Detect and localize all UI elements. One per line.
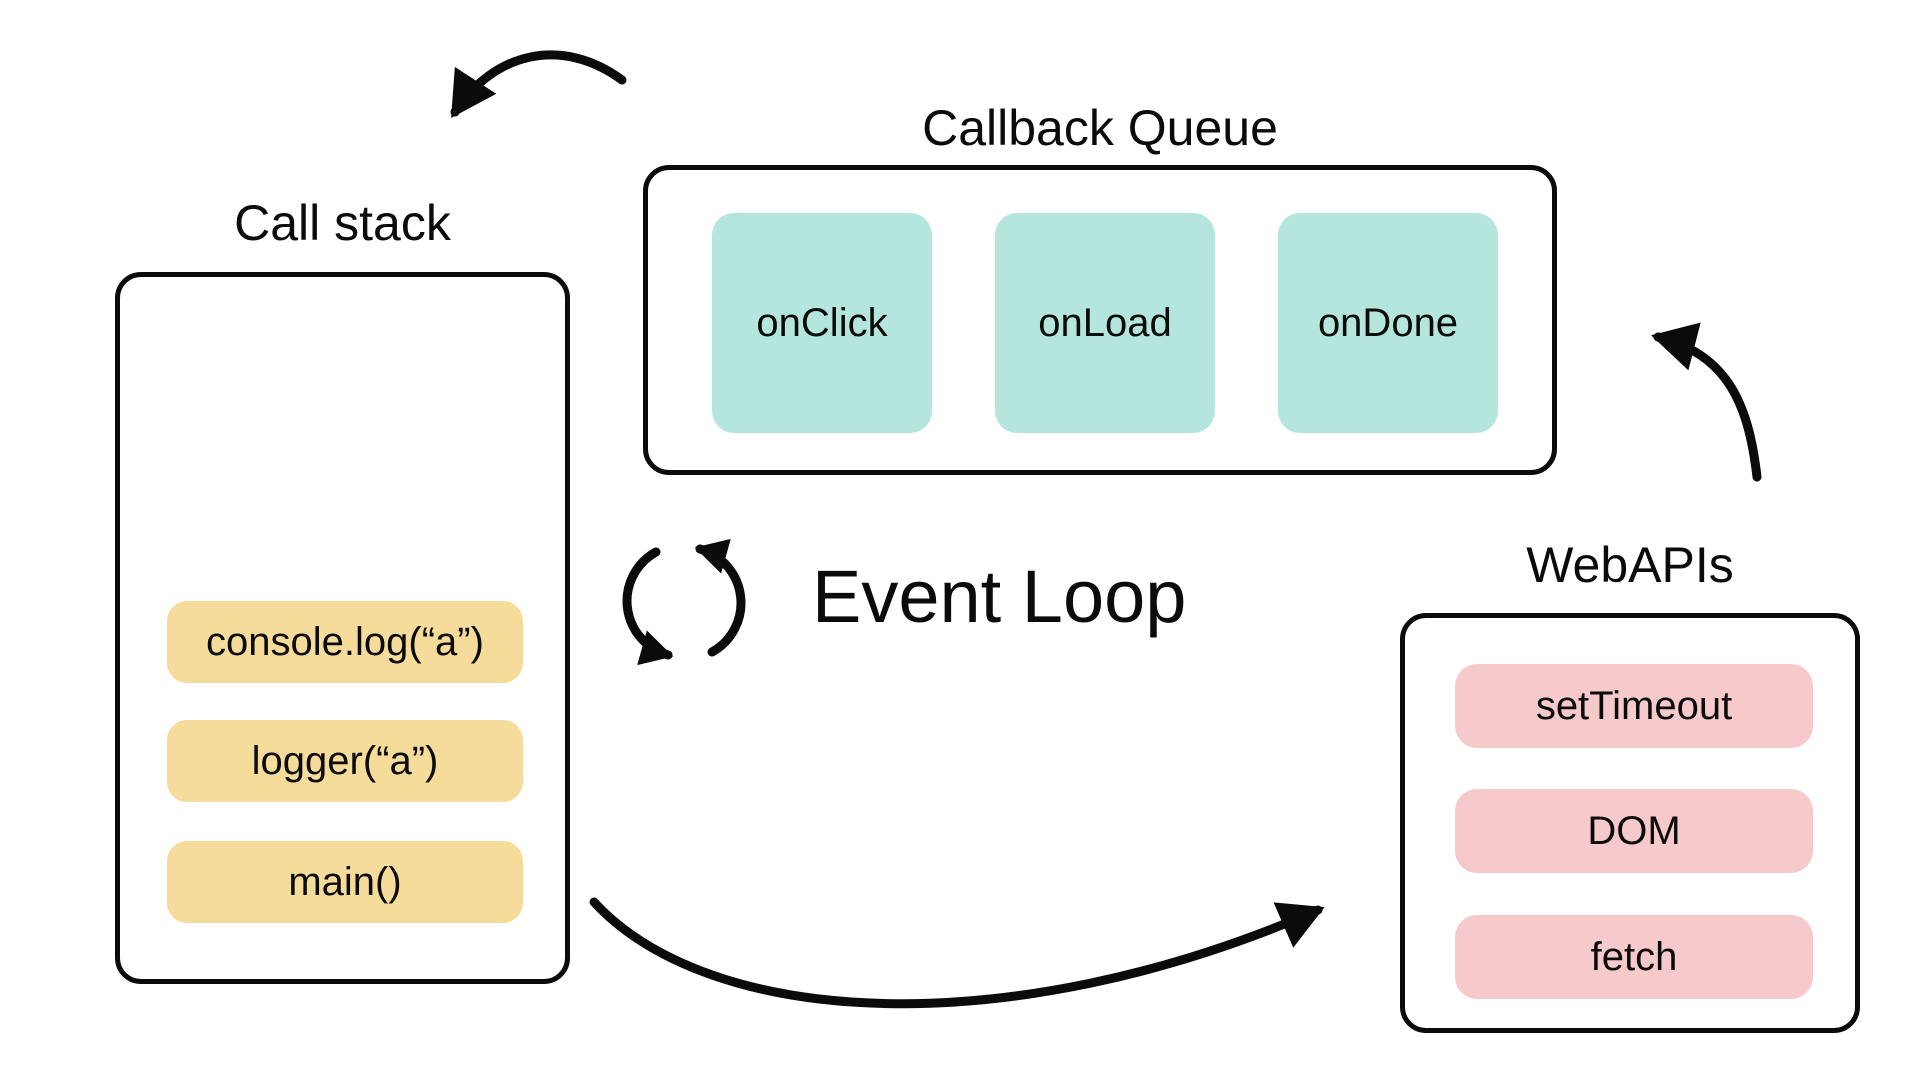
arrow-stack-to-webapis [589,897,1325,1009]
event-loop-label: Event Loop [812,555,1187,638]
webapis-title: WebAPIs [1526,537,1734,593]
arrow-queue-to-stack [450,50,627,119]
arrow-webapis-to-queue [1651,322,1762,482]
callback-queue-item: onLoad [995,213,1215,433]
call-stack-item: logger(“a”) [167,720,523,802]
event-loop-icon [622,538,746,666]
callback-queue-item: onDone [1278,213,1498,433]
call-stack-title: Call stack [234,195,451,251]
webapi-item: DOM [1455,789,1813,873]
call-stack-item: console.log(“a”) [167,601,523,683]
callback-queue-box: onClick onLoad onDone [643,165,1557,475]
callback-queue-title: Callback Queue [922,100,1278,156]
webapi-item: fetch [1455,915,1813,999]
webapi-item: setTimeout [1455,664,1813,748]
call-stack-item: main() [167,841,523,923]
webapis-box: setTimeout DOM fetch [1400,613,1860,1033]
call-stack-box: console.log(“a”) logger(“a”) main() [115,272,570,984]
callback-queue-item: onClick [712,213,932,433]
